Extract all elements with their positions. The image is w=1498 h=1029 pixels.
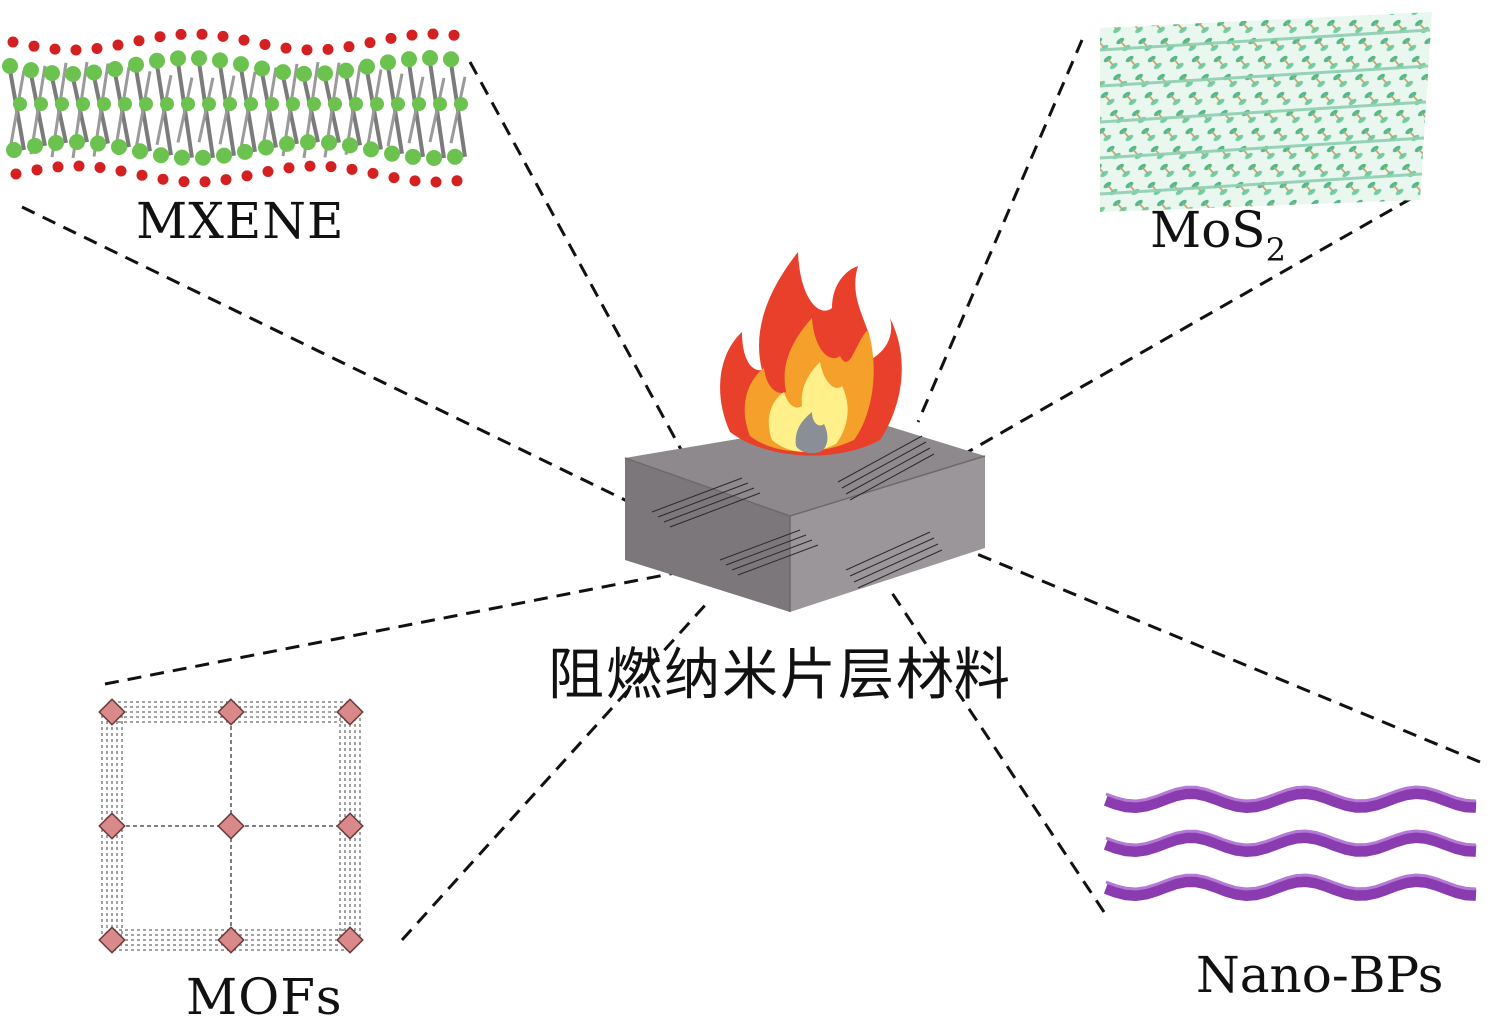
connector-mofs-lower	[400, 600, 710, 942]
mxene-label: MXENE	[136, 192, 345, 250]
connector-lines	[21, 39, 1481, 942]
mos2-structure	[1099, 12, 1432, 212]
nano-bps-structure	[1103, 785, 1477, 901]
mos2-label: MoS2	[1150, 205, 1286, 266]
connector-nbps-upper	[971, 550, 1481, 764]
block-top-face	[625, 418, 985, 516]
mxene-structure	[2, 28, 468, 188]
mos2-label-main: MoS	[1150, 201, 1266, 259]
flame-icon	[720, 252, 902, 456]
nanosheet-block	[624, 418, 986, 612]
connector-mos2-upper	[916, 39, 1084, 423]
connector-mofs-upper	[104, 570, 681, 686]
connector-nbps-lower	[890, 592, 1106, 913]
mofs-label: MOFs	[186, 968, 343, 1026]
center-title: 阻燃纳米片层材料	[548, 643, 1012, 708]
block-front-face	[625, 458, 790, 612]
connector-mxene-lower	[21, 205, 661, 519]
connector-mxene-upper	[468, 61, 686, 456]
block-side-face	[790, 456, 985, 612]
mofs-structure	[98, 698, 364, 954]
nano-bps-label: Nano-BPs	[1196, 946, 1444, 1004]
connector-mos2-lower	[944, 196, 1413, 467]
mos2-label-subscript: 2	[1265, 231, 1286, 269]
